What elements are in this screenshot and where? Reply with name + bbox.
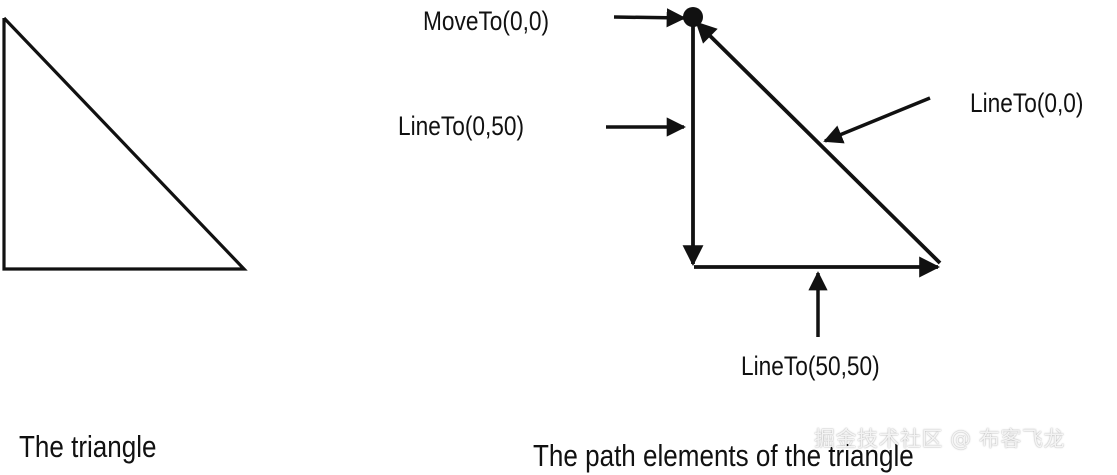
left-caption: The triangle — [19, 429, 157, 464]
path-segment-diagonal — [695, 21, 942, 265]
label-pointers — [606, 8, 931, 337]
right-triangle-path — [682, 21, 942, 278]
moveto-label: MoveTo(0,0) — [423, 6, 550, 36]
left-triangle — [2, 16, 248, 271]
right-caption: The path elements of the triangle — [533, 438, 914, 473]
lineto-0-0-label: LineTo(0,0) — [970, 88, 1084, 118]
lineto-0-0-pointer-arrow — [823, 96, 931, 144]
lineto-0-50-label: LineTo(0,50) — [398, 111, 525, 141]
lineto-50-50-label: LineTo(50,50) — [741, 351, 880, 381]
start-point-dot — [683, 7, 703, 27]
moveto-pointer-arrow — [613, 8, 686, 28]
watermark-text: 掘金技术社区 @ 布客飞龙 — [814, 427, 1065, 451]
